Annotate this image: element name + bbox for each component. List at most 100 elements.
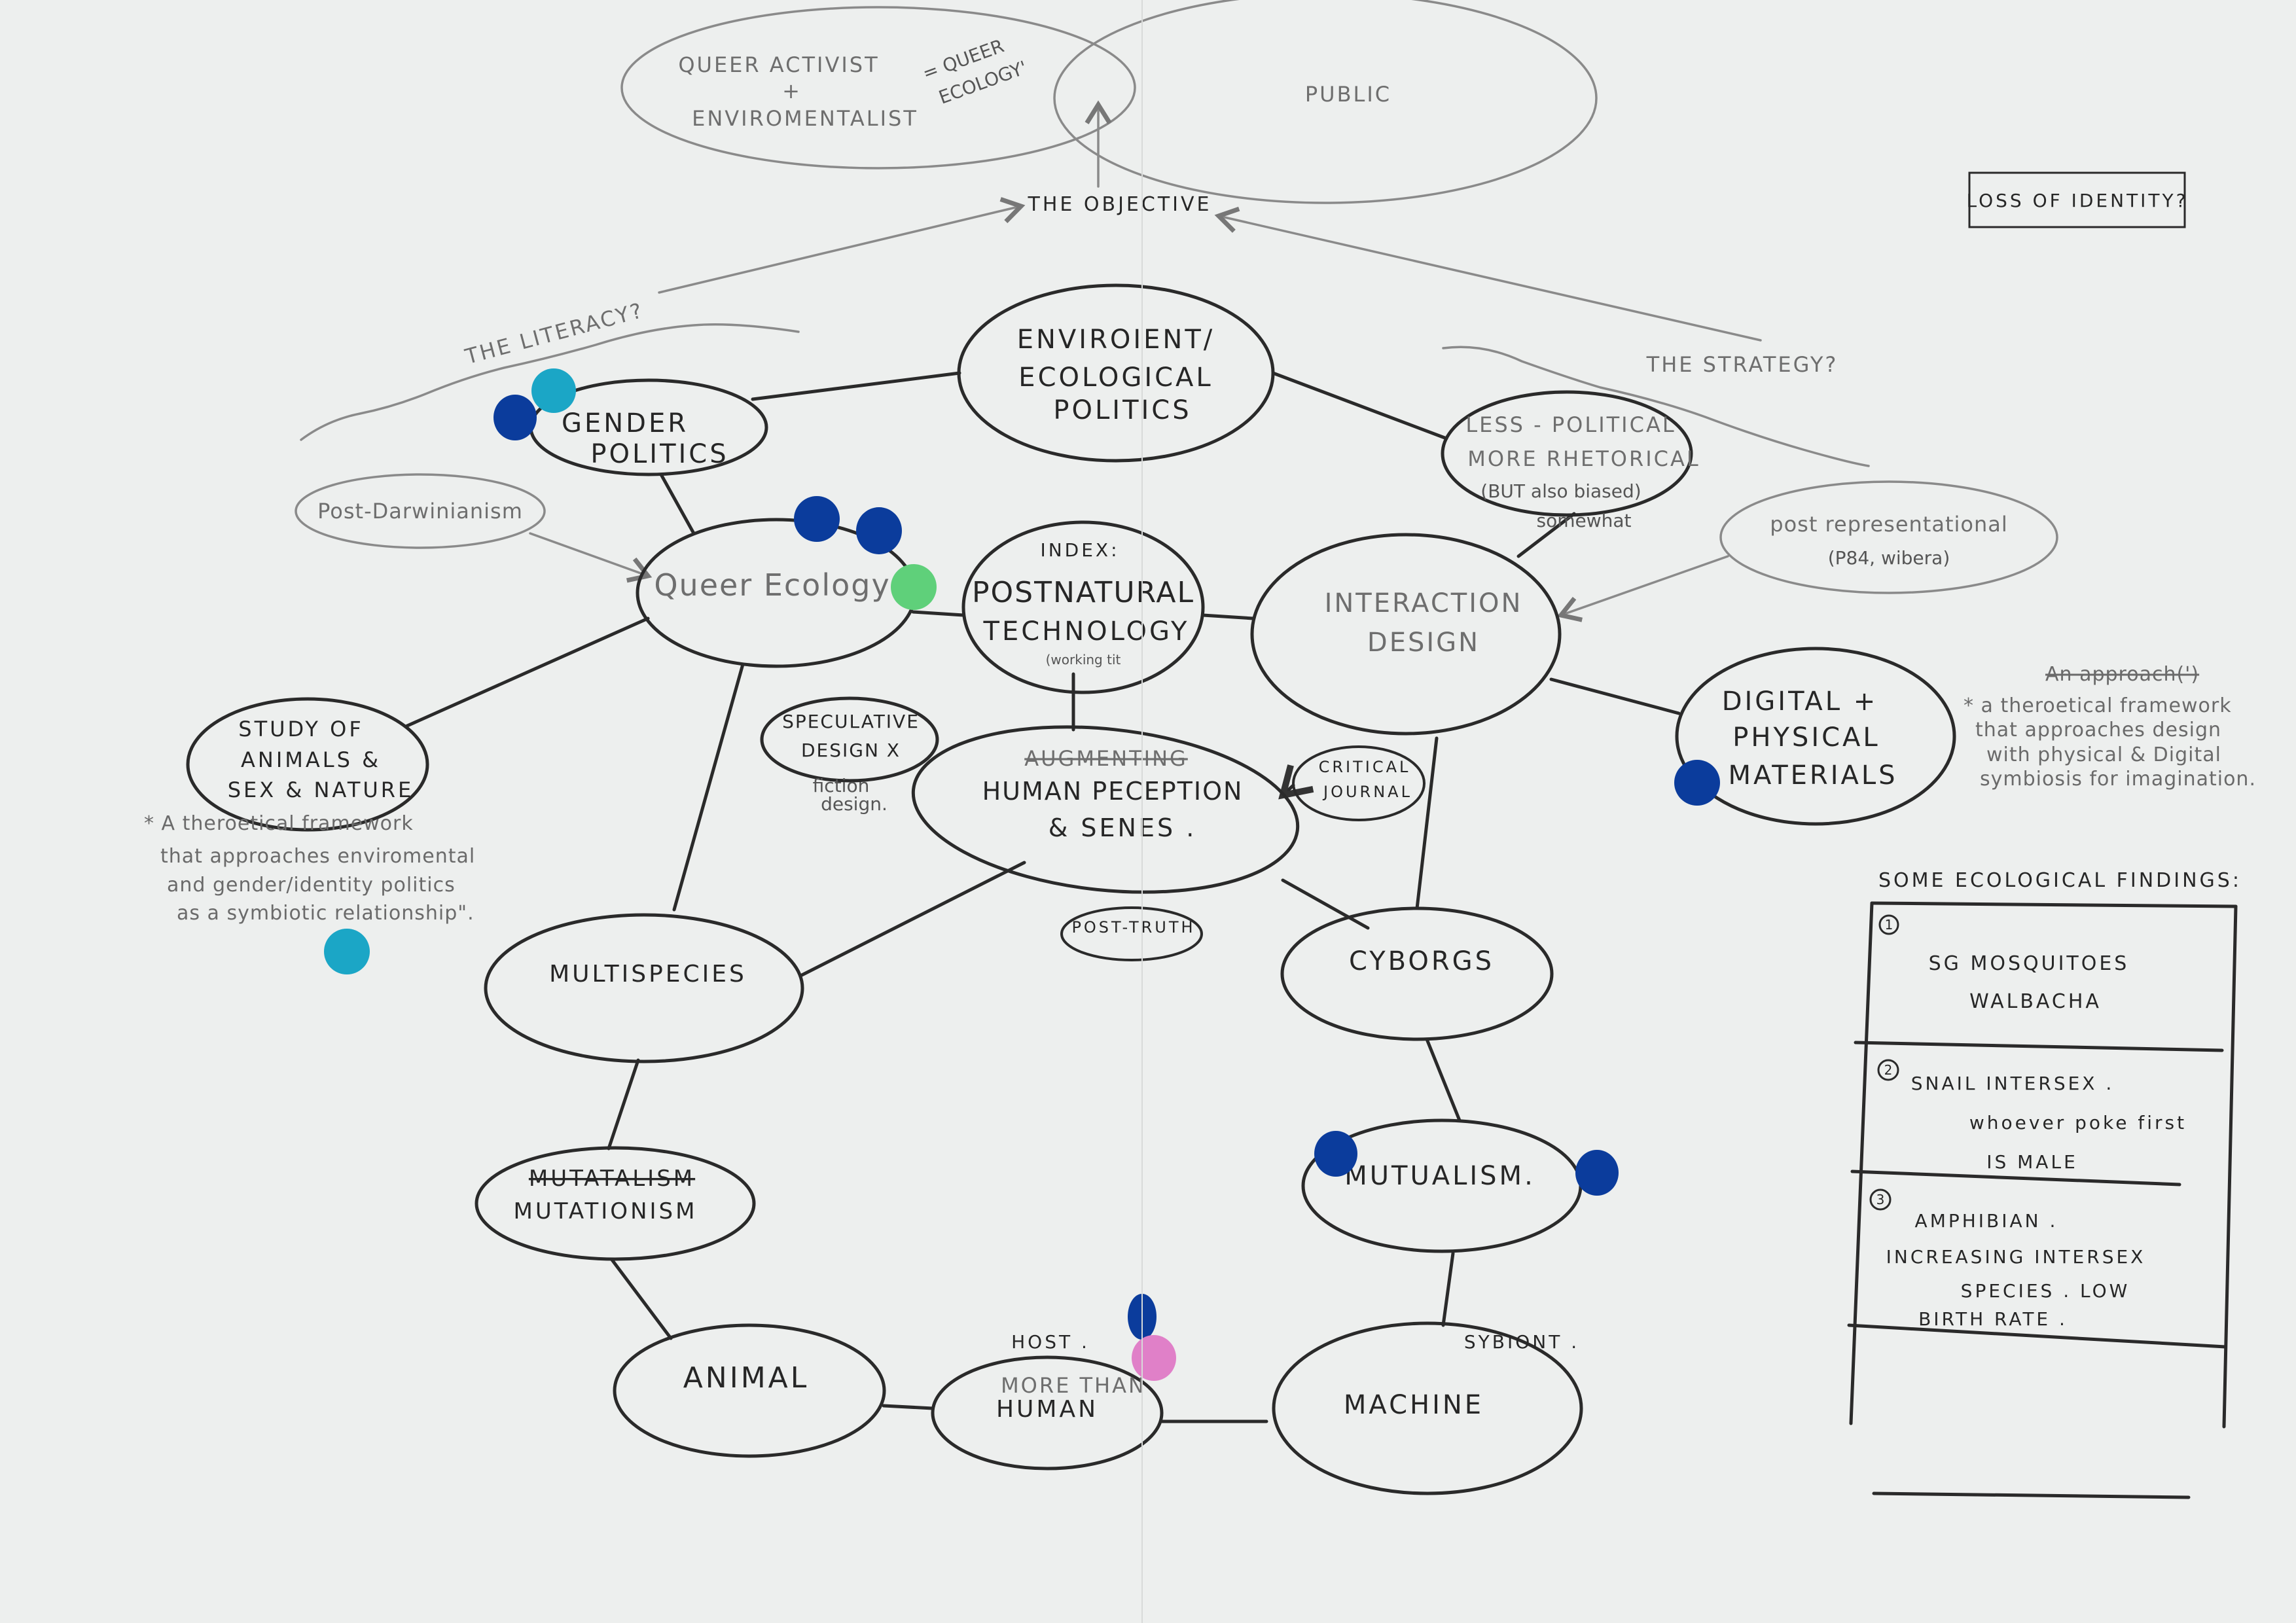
node-human-perception-struck: AUGMENTING bbox=[1024, 746, 1188, 771]
node-more-than-line-2: HUMAN bbox=[996, 1396, 1098, 1423]
node-mutationism: MUTATALISM MUTATIONISM bbox=[475, 1146, 756, 1261]
node-speculative-design: SPECULATIVE DESIGN X fiction design. bbox=[760, 696, 939, 815]
finding-3-line-3: SPECIES . LOW bbox=[1961, 1280, 2130, 1302]
node-environment-line-2: ECOLOGICAL bbox=[1018, 363, 1213, 393]
public-bubble bbox=[1053, 0, 1598, 204]
blue-dot-sticker bbox=[856, 507, 902, 554]
blue-dot-sticker bbox=[493, 395, 537, 440]
node-cyborgs: CYBORGS bbox=[1280, 906, 1554, 1041]
finding-2-number: 2 bbox=[1884, 1062, 1893, 1078]
node-less-political-line-2: MORE RHETORICAL bbox=[1467, 446, 1700, 471]
node-study-animals: STUDY OF ANIMALS & SEX & NATURE bbox=[186, 697, 429, 832]
pink-dot-sticker bbox=[1132, 1335, 1176, 1381]
activist-line-2: + bbox=[782, 79, 802, 103]
node-multispecies-label: MULTISPECIES bbox=[549, 961, 747, 988]
struck-approach-note: An approach(') bbox=[2045, 663, 2199, 686]
node-speculative-line-2: DESIGN X bbox=[801, 740, 901, 761]
node-mutualism: MUTUALISM. bbox=[1301, 1118, 1583, 1253]
activist-line-3: ENVIROMENTALIST bbox=[692, 106, 918, 131]
node-interaction-line-1: INTERACTION bbox=[1325, 588, 1523, 618]
left-note-line-1: * A theroetical framework bbox=[144, 812, 414, 835]
node-environment: ENVIROIENT/ ECOLOGICAL POLITICS bbox=[957, 283, 1275, 463]
node-postnatural-line-2: POSTNATURAL bbox=[972, 576, 1194, 609]
blue-dot-sticker bbox=[1575, 1150, 1619, 1196]
node-animal: ANIMAL bbox=[613, 1323, 886, 1458]
node-digital-line-1: DIGITAL + bbox=[1722, 687, 1878, 717]
blue-dot-sticker bbox=[1674, 760, 1720, 806]
finding-3-number: 3 bbox=[1876, 1192, 1885, 1207]
node-critical-line-2: JOURNAL bbox=[1322, 783, 1412, 801]
finding-1-line-1: SG MOSQUITOES bbox=[1929, 952, 2130, 975]
left-note-line-4: as a symbiotic relationship". bbox=[177, 902, 475, 925]
node-speculative-line-1: SPECULATIVE bbox=[782, 711, 920, 732]
node-less-political-line-3: (BUT also biased) bbox=[1480, 480, 1641, 502]
blue-dot-sticker bbox=[1314, 1131, 1357, 1177]
node-machine-label: MACHINE bbox=[1344, 1390, 1484, 1420]
finding-1-line-2: WALBACHA bbox=[1969, 990, 2102, 1013]
node-study-line-2: ANIMALS & bbox=[241, 747, 381, 772]
node-digital-line-2: PHYSICAL bbox=[1732, 722, 1880, 753]
finding-1-number: 1 bbox=[1885, 917, 1893, 933]
right-note-line-4: symbiosis for imagination. bbox=[1980, 768, 2256, 791]
cyan-dot-sticker bbox=[531, 368, 576, 413]
node-less-political-line-1: LESS - POLITICAL bbox=[1465, 412, 1676, 437]
green-dot-sticker bbox=[891, 564, 937, 610]
literacy-label: THE LITERACY? bbox=[462, 298, 647, 370]
node-more-than-human: MORE THAN HUMAN HOST . bbox=[931, 1331, 1164, 1471]
finding-2-line-3: IS MALE bbox=[1986, 1151, 2078, 1173]
cyan-dot-sticker bbox=[324, 929, 370, 974]
node-interaction-line-2: DESIGN bbox=[1367, 628, 1480, 658]
literacy-arrow bbox=[658, 197, 1026, 294]
node-environment-line-1: ENVIROIENT/ bbox=[1017, 325, 1215, 355]
edges bbox=[404, 371, 1729, 1423]
objective-label: THE OBJECTIVE bbox=[1028, 193, 1212, 216]
left-note-line-2: that approaches enviromental bbox=[160, 845, 475, 868]
node-less-political: LESS - POLITICAL MORE RHETORICAL (BUT al… bbox=[1441, 390, 1700, 531]
finding-3-line-2: INCREASING INTERSEX bbox=[1886, 1246, 2146, 1268]
node-machine: MACHINE SYBIONT . bbox=[1272, 1321, 1583, 1495]
node-post-darwinianism: Post-Darwinianism bbox=[295, 473, 546, 549]
node-critical-journal: CRITICAL JOURNAL bbox=[1292, 745, 1426, 821]
node-study-line-3: SEX & NATURE bbox=[228, 777, 414, 802]
fiction-note-1: fiction bbox=[813, 775, 870, 796]
node-environment-line-3: POLITICS bbox=[1053, 395, 1191, 425]
fiction-note-2: design. bbox=[821, 793, 888, 815]
public-label: PUBLIC bbox=[1305, 82, 1391, 107]
finding-2-line-1: SNAIL INTERSEX . bbox=[1911, 1073, 2115, 1094]
node-mutationism-struck: MUTATALISM bbox=[529, 1166, 695, 1192]
strategy-arrow bbox=[1214, 206, 1762, 342]
node-animal-label: ANIMAL bbox=[683, 1361, 810, 1395]
node-post-truth: POST-TRUTH bbox=[1060, 906, 1203, 961]
node-human-perception: AUGMENTING HUMAN PECEPTION & SENES . bbox=[911, 725, 1300, 894]
finding-2-line-2: whoever poke first bbox=[1969, 1112, 2187, 1133]
node-postnatural-line-4: (working tit bbox=[1046, 652, 1121, 668]
node-multispecies: MULTISPECIES bbox=[484, 913, 804, 1063]
right-note-line-1: * a theroetical framework bbox=[1964, 694, 2232, 717]
node-mutationism-label: MUTATIONISM bbox=[514, 1198, 698, 1224]
node-human-perception-line-2: & SENES . bbox=[1049, 813, 1197, 842]
node-postnatural-line-3: TECHNOLOGY bbox=[983, 616, 1190, 647]
blue-dot-sticker bbox=[794, 496, 840, 542]
right-note-line-3: with physical & Digital bbox=[1986, 743, 2221, 766]
activist-line-1: QUEER ACTIVIST bbox=[678, 52, 879, 77]
node-gender-line-1: GENDER bbox=[562, 408, 689, 438]
node-post-representational-line-1: post representational bbox=[1770, 512, 2007, 537]
node-queer-ecology-label: Queer Ecology bbox=[654, 567, 890, 603]
left-note-line-3: and gender/identity politics bbox=[167, 874, 456, 897]
node-post-representational-line-2: (P84, wibera) bbox=[1828, 547, 1950, 569]
loss-of-identity-box bbox=[1968, 171, 2186, 228]
ecological-findings-table: SOME ECOLOGICAL FINDINGS: 1 SG MOSQUITOE… bbox=[1847, 869, 2239, 1499]
node-interaction-design: INTERACTION DESIGN bbox=[1250, 533, 1562, 736]
host-label: HOST . bbox=[1011, 1331, 1090, 1353]
node-critical-line-1: CRITICAL bbox=[1319, 758, 1411, 776]
finding-3-line-4: BIRTH RATE . bbox=[1918, 1308, 2068, 1330]
node-digital-line-3: MATERIALS bbox=[1728, 760, 1897, 791]
finding-3-line-1: AMPHIBIAN . bbox=[1915, 1210, 2058, 1232]
node-postnatural-line-1: INDEX: bbox=[1040, 539, 1119, 561]
loss-of-identity-label: LOSS OF IDENTITY? bbox=[1966, 190, 2188, 211]
node-post-truth-label: POST-TRUTH bbox=[1071, 918, 1195, 936]
somewhat-note: somewhat bbox=[1536, 510, 1631, 531]
node-cyborgs-label: CYBORGS bbox=[1349, 946, 1494, 976]
